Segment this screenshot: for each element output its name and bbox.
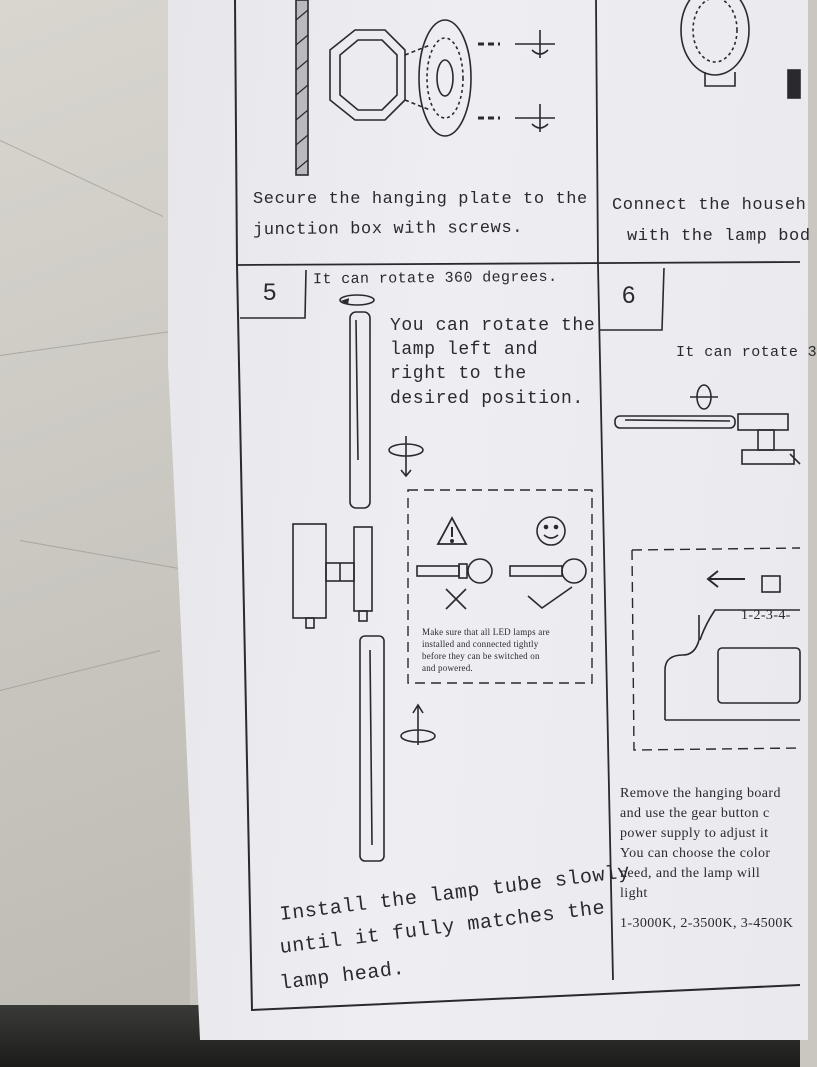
screw-icon — [515, 104, 555, 132]
step6-number-box — [599, 267, 665, 331]
rotate-arrow-icon — [690, 384, 718, 410]
step-top-left-caption-line2: junction box with screws. — [252, 218, 524, 241]
step5-number: 5 — [263, 279, 277, 306]
step5-rotate-note: It can rotate 360 degrees. — [312, 268, 558, 289]
smiley-icon — [536, 516, 566, 546]
warning-panel — [407, 489, 593, 684]
screw-icon — [515, 30, 555, 58]
wall-hatching — [295, 9, 309, 171]
step5-rotate-text-line4: desired position. — [390, 389, 584, 409]
tube-connected-right — [509, 565, 563, 577]
step6-remove-line1: Remove the hanging board — [620, 786, 781, 801]
step5-warning-line1: Make sure that all LED lamps are — [422, 627, 550, 637]
tube-gap-wrong — [416, 565, 460, 577]
step6-rotate-note: It can rotate 3 — [676, 344, 817, 361]
hanging-plate — [418, 19, 472, 137]
instruction-sheet — [168, 0, 808, 1040]
power-supply-outline — [699, 609, 800, 641]
lamp-connector — [353, 526, 373, 612]
step5-warning-line4: and powered. — [422, 663, 473, 673]
lamp-head — [292, 523, 327, 619]
cross-mark-icon — [445, 588, 467, 610]
step6-remove-line2: and use the gear button c — [620, 806, 770, 821]
divider-horizontal — [236, 261, 801, 266]
lamp-tube-upper — [349, 311, 371, 509]
divider-vertical — [595, 0, 614, 981]
power-panel-border — [631, 547, 801, 551]
step-top-right-caption-line1: Connect the househ — [612, 196, 807, 215]
step-top-left-caption-line1: Secure the hanging plate to the — [253, 190, 588, 209]
step5-rotate-text-line1: You can rotate the — [390, 316, 596, 336]
wall-hatch — [295, 0, 309, 176]
instruction-illustrations — [234, 0, 801, 1012]
lamp-body-disc — [680, 0, 750, 76]
sheet-outer-border — [234, 0, 801, 1012]
step6-remove-line4: You can choose the color — [620, 846, 771, 861]
rotate-arrow-icon — [388, 436, 424, 478]
step6-remove-line6: light — [620, 886, 648, 901]
step6-dial-label: 1-2-3-4- — [741, 608, 791, 623]
rotate-arrow-icon — [339, 294, 375, 306]
step6-remove-line5: need, and the lamp will — [620, 866, 761, 881]
desk-surface — [0, 0, 190, 1067]
step-top-right-caption-line2: with the lamp bod — [627, 227, 811, 246]
step5-number-box — [240, 269, 307, 319]
step5-rotate-text-line3: right to the — [390, 364, 527, 384]
warning-icon — [436, 516, 468, 545]
step5-warning-line2: installed and connected tightly — [422, 639, 539, 649]
junction-box — [329, 29, 406, 121]
step5-warning-line3: before they can be switched on — [422, 651, 540, 661]
step6-remove-line3: power supply to adjust it — [620, 826, 769, 841]
lamp-tube-horizontal — [614, 415, 736, 429]
lamp-tube-lower — [359, 635, 385, 862]
lamp-head-horizontal — [737, 413, 789, 431]
left-arrow-icon — [706, 570, 745, 588]
rotate-arrow-icon — [400, 703, 436, 745]
step6-color-temps: 1-3000K, 2-3500K, 3-4500K — [620, 916, 794, 931]
check-mark-icon — [527, 586, 573, 610]
step6-number: 6 — [622, 282, 636, 309]
step5-rotate-text-line2: lamp left and — [390, 340, 539, 360]
